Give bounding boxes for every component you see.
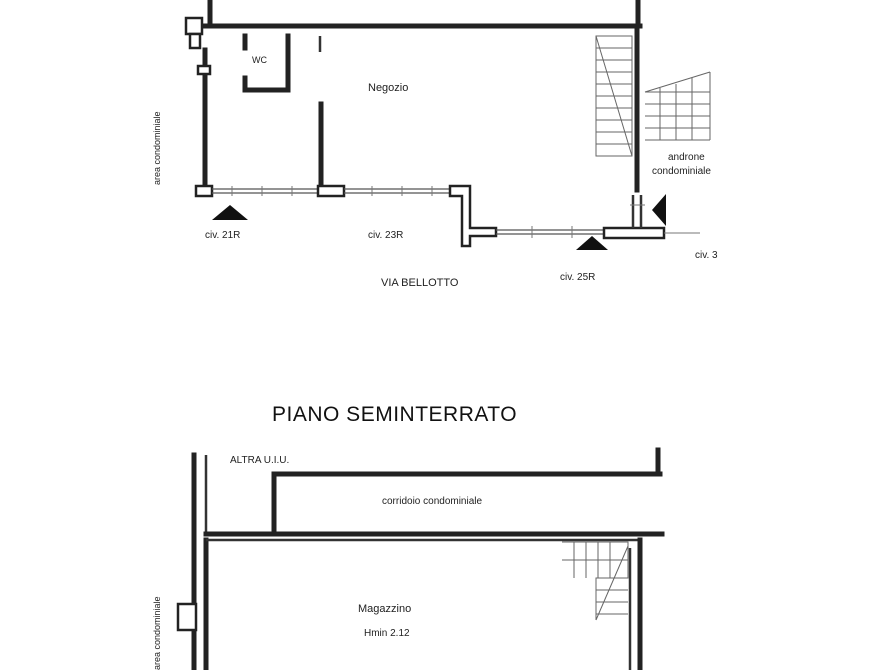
other-unit-label: ALTRA U.I.U. xyxy=(230,455,289,466)
hall-label-line-1: androne xyxy=(668,152,705,163)
wc-room xyxy=(242,33,322,93)
storage-room xyxy=(176,537,643,670)
front-wall xyxy=(212,184,700,248)
height-label: Hmin 2.12 xyxy=(364,628,410,639)
wc-label: WC xyxy=(252,55,267,65)
basement-title: PIANO SEMINTERRATO xyxy=(272,403,517,426)
civ-23r-label: civ. 23R xyxy=(368,230,403,241)
internal-stair xyxy=(595,35,633,157)
entrance-arrow-hall-icon xyxy=(652,194,666,226)
top-wall xyxy=(184,0,643,50)
right-wall xyxy=(630,27,645,228)
shop-label: Negozio xyxy=(368,82,408,94)
corridor-block xyxy=(191,447,665,670)
basement-plan: PIANO SEMINTERRATO xyxy=(152,403,665,670)
storage-label: Magazzino xyxy=(358,603,411,615)
ground-floor-plan: Negozio WC area condominiale androne con… xyxy=(152,0,718,289)
hall-label-line-2: condominiale xyxy=(652,166,711,177)
side-area-label-top: area condominiale xyxy=(152,111,162,185)
side-area-label-bottom: area condominiale xyxy=(152,596,162,670)
civ-21r-label: civ. 21R xyxy=(205,230,240,241)
left-wall xyxy=(194,47,214,198)
hall-stair xyxy=(644,71,711,141)
entrance-arrow-21r-icon xyxy=(212,205,248,220)
street-label: VIA BELLOTTO xyxy=(381,277,459,289)
civ-3-label: civ. 3 xyxy=(695,250,718,261)
entrance-arrow-25r-icon xyxy=(576,236,608,250)
corridor-label: corridoio condominiale xyxy=(382,496,482,507)
civ-25r-label: civ. 25R xyxy=(560,272,595,283)
basement-stair xyxy=(562,541,629,621)
